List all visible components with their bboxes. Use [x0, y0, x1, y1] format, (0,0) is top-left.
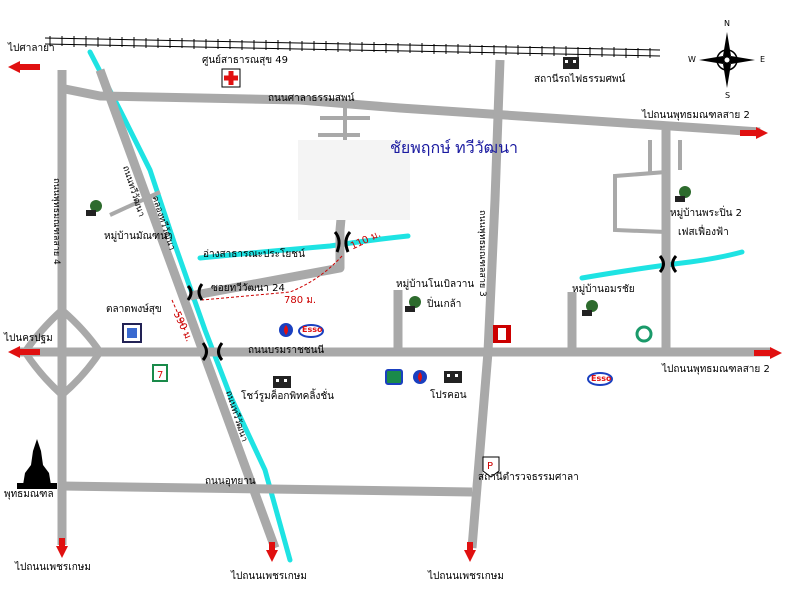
compass-n: N	[724, 19, 730, 28]
label-village-manthana: หมู่บ้านมัณฑนา	[104, 231, 173, 242]
road-label-udhayan: ถนนอุทยาน	[205, 476, 256, 487]
label-village-phra-pin-2: เฟสเฟื่องฟ้า	[678, 227, 729, 238]
arrow-down-3	[464, 542, 476, 562]
label-train-station: สถานีรถไฟธรรมศพน์	[534, 74, 626, 85]
road-label-sala-thammasop: ถนนศาลาธรรมสพน์	[268, 93, 355, 104]
arrow-right-top	[740, 127, 768, 139]
label-market: ตลาดพงษ์สุข	[106, 304, 162, 315]
arrow-down-2	[266, 542, 278, 562]
compass-s: S	[725, 91, 731, 100]
svg-text:P: P	[487, 461, 493, 472]
compass-icon	[699, 32, 755, 88]
canal-pond	[197, 233, 411, 261]
ptt-icon-1	[279, 323, 293, 337]
canal-east	[579, 249, 745, 281]
road-label-phutthamonthon-4: ถนนพุทธมณฑลสาย 4	[51, 178, 61, 265]
hospital-icon	[221, 68, 241, 88]
dir-phetkasem-2: ไปถนนเพชรเกษม	[231, 571, 307, 582]
road-phutthamonthon-3	[467, 59, 505, 549]
arrow-down-1	[56, 538, 68, 558]
esso-label-2: Esso	[591, 374, 612, 383]
esso-label-1: Esso	[302, 325, 323, 334]
buddha-statue-icon	[17, 439, 57, 489]
arrow-left-mid	[8, 346, 40, 358]
seven-eleven-icon: 7	[152, 364, 168, 382]
road-label-soi-24: ซอยทวีวัฒนา 24	[211, 283, 285, 294]
distance-lines	[171, 255, 343, 331]
arrow-left-top	[8, 61, 40, 73]
dir-phetkasem-3: ไปถนนเพชรเกษม	[428, 571, 504, 582]
village-manthana-icon	[86, 200, 102, 216]
road-thawi-watthana	[95, 68, 280, 550]
direction-arrows	[8, 61, 782, 562]
road-label-borommaratchachonnani: ถนนบรมราชชนนี	[248, 345, 325, 356]
label-village-noble: หมู่บ้านโนเบิลวาน	[396, 279, 475, 290]
compass-e: E	[760, 55, 766, 64]
village-phra-pin-icon	[675, 186, 691, 202]
bridges	[186, 231, 678, 361]
label-village-noble-2: ปิ่นเกล้า	[427, 299, 462, 310]
road-udhayan	[61, 481, 473, 497]
map-title: ชัยพฤกษ์ ทวีวัฒนา	[390, 140, 519, 157]
label-procon: โปรคอน	[430, 390, 467, 401]
svg-text:7: 7	[157, 370, 163, 381]
caltex-icon	[493, 325, 511, 343]
train-station-icon	[563, 57, 579, 69]
roundabout	[20, 307, 105, 400]
police-icon: P	[482, 456, 500, 478]
arrow-right-mid	[754, 347, 782, 359]
showroom-icon	[273, 376, 291, 388]
label-health-center: ศูนย์สาธารณสุข 49	[202, 55, 288, 66]
label-public-pond: อ่างสาธารณะประโยชน์	[203, 249, 305, 260]
dir-sala-ya: ไปศาลายา	[8, 43, 55, 54]
gas-icons: 7	[152, 323, 653, 385]
railway	[44, 36, 661, 58]
label-phutthamonthon: พุทธมณฑล	[4, 489, 54, 500]
label-village-amorn: หมู่บ้านอมรชัย	[572, 284, 635, 295]
village-icons	[86, 186, 691, 316]
bangchak-icon	[385, 369, 403, 385]
label-village-phra-pin: หมู่บ้านพระปิ่น 2	[670, 208, 743, 219]
dir-phutthamonthon-2-top: ไปถนนพุทธมณฑลสาย 2	[642, 110, 750, 121]
label-showroom: โชว์รูมค็อกพิทคลิ้งชั่น	[241, 391, 334, 402]
building-icons	[273, 57, 579, 388]
compass-w: W	[688, 55, 696, 64]
village-amorn-icon	[582, 300, 598, 316]
dir-phutthamonthon-2-mid: ไปถนนพุทธมณฑลสาย 2	[662, 364, 770, 375]
dir-nakhon-pathom: ไปนครปฐม	[4, 333, 53, 344]
roads	[20, 59, 770, 550]
bp-icon	[635, 325, 653, 343]
market-icon	[122, 323, 142, 343]
procon-icon	[444, 371, 462, 383]
pond-area	[298, 140, 410, 220]
esso-icons	[298, 324, 613, 386]
road-label-phutthamonthon-3: ถนนพุทธมณฑลสาย 3	[477, 210, 487, 297]
dir-phetkasem-1: ไปถนนเพชรเกษม	[15, 562, 91, 573]
distance-780: 780 ม.	[284, 295, 317, 306]
ptt-icon-2	[413, 370, 427, 384]
road-sala-thammasop	[59, 83, 761, 137]
village-noble-icon	[405, 296, 421, 312]
label-police: สถานีตำรวจธรรมศาลา	[478, 472, 579, 483]
